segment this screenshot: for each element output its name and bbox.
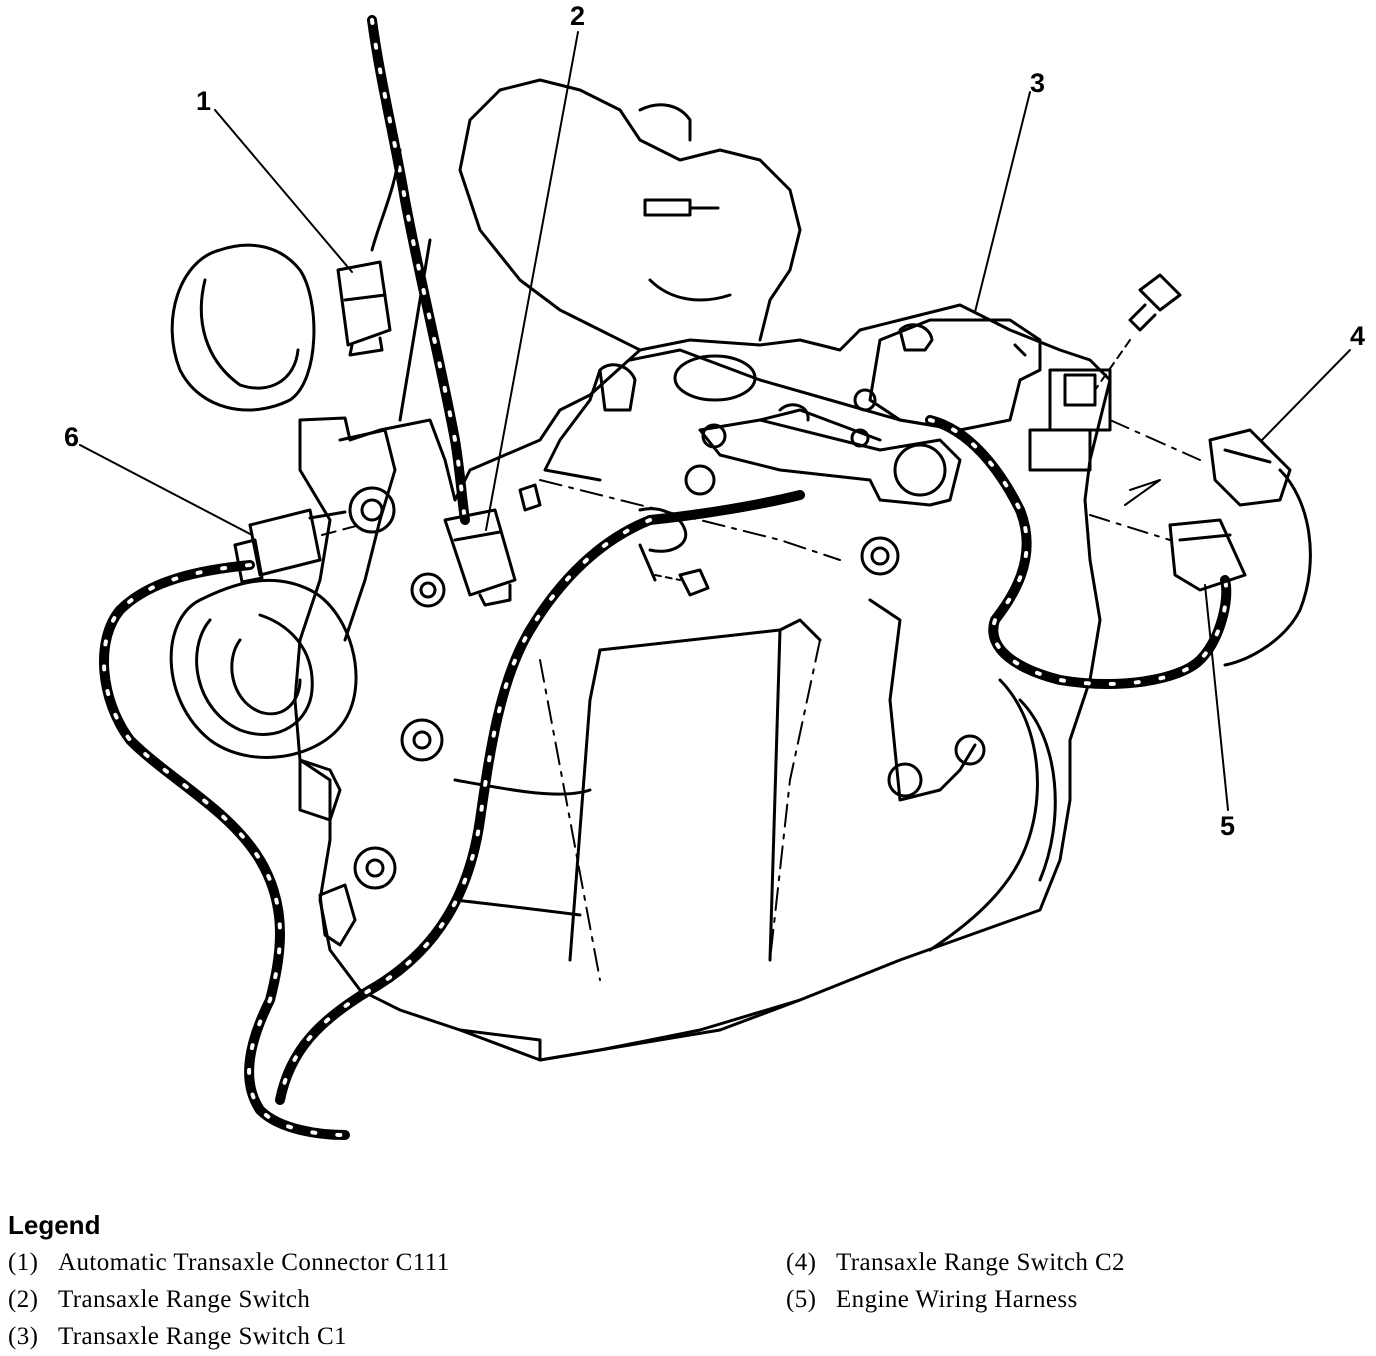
legend-item-label: Engine Wiring Harness [836,1286,1078,1313]
legend-item-3: (3) Transaxle Range Switch C1 [8,1318,450,1355]
callout-6: 6 [64,422,79,452]
legend-item-number: (1) [8,1249,39,1276]
connector-6 [233,508,361,584]
callout-numbers: 1 2 3 4 5 6 [64,1,1365,841]
callout-1: 1 [196,86,211,116]
callout-3: 3 [1030,68,1045,98]
harness-clip [638,507,710,597]
legend-item-number: (5) [786,1286,817,1313]
legend-item-label: Transaxle Range Switch C2 [836,1249,1125,1276]
legend-column-left: (1) Automatic Transaxle Connector C111 (2… [8,1244,450,1355]
callout-4: 4 [1350,321,1365,351]
legend-item-number: (2) [8,1286,39,1313]
engine-wiring-harness [99,15,1232,1140]
transaxle-housing [169,78,1112,1062]
connector-5 [1089,479,1247,592]
legend-item-2: (2) Transaxle Range Switch [8,1281,450,1318]
legend-item-number: (4) [786,1249,817,1276]
connector-c2 [1109,419,1312,667]
legend-item-label: Automatic Transaxle Connector C111 [58,1249,450,1276]
legend: Legend (1) Automatic Transaxle Connector … [8,1208,1368,1354]
connector-c111 [336,148,402,357]
legend-item-number: (3) [8,1323,39,1350]
legend-column-right: (4) Transaxle Range Switch C2 (5) Engine W… [786,1244,1125,1318]
callout-5: 5 [1220,811,1235,841]
legend-item-label: Transaxle Range Switch C1 [58,1323,347,1350]
legend-item-1: (1) Automatic Transaxle Connector C111 [8,1244,450,1281]
legend-item-4: (4) Transaxle Range Switch C2 [786,1244,1125,1281]
legend-item-5: (5) Engine Wiring Harness [786,1281,1125,1318]
connector-range-switch [443,483,542,607]
legend-item-label: Transaxle Range Switch [58,1286,311,1313]
clip-part [1094,273,1182,391]
transaxle-diagram: 1 2 3 4 5 6 [64,1,1365,1140]
callout-2: 2 [570,1,585,31]
leader-lines [79,31,1351,811]
legend-title: Legend [8,1210,101,1240]
